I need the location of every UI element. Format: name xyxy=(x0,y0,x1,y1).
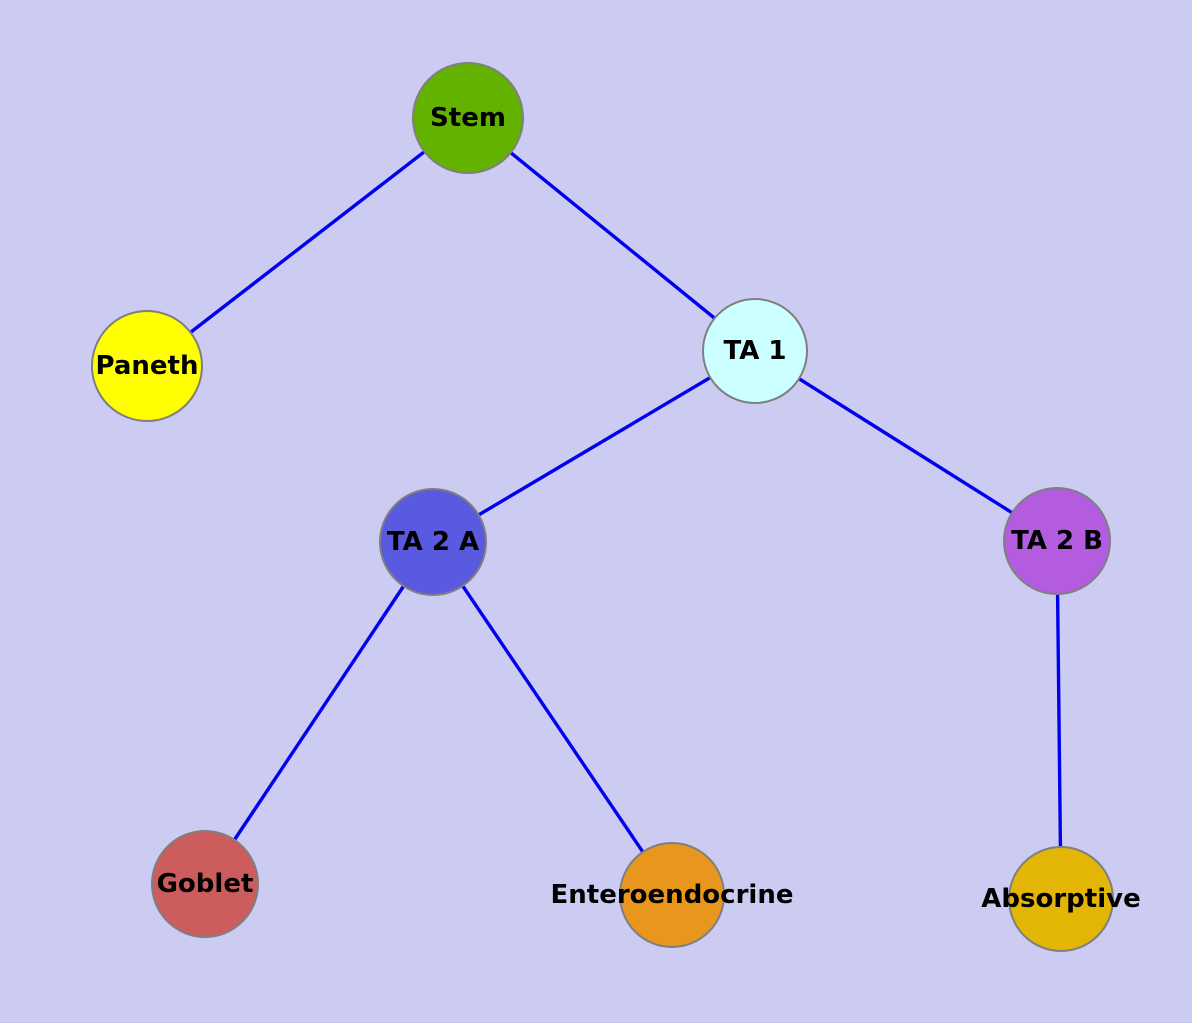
node-label-absorptive: Absorptive xyxy=(981,884,1140,914)
node-label-ta1: TA 1 xyxy=(724,336,787,366)
node-enteroendocrine[interactable]: Enteroendocrine xyxy=(551,842,794,948)
edge-ta2a-goblet xyxy=(203,541,435,885)
edge-stem-paneth xyxy=(145,116,470,368)
node-label-ta2a: TA 2 A xyxy=(387,527,479,557)
node-label-goblet: Goblet xyxy=(157,869,254,899)
node-circle-enteroendocrine[interactable] xyxy=(619,842,725,948)
node-absorptive[interactable]: Absorptive xyxy=(981,846,1141,952)
node-paneth[interactable]: Paneth xyxy=(91,310,203,422)
node-ta2a[interactable]: TA 2 A xyxy=(379,488,487,596)
edge-ta2a-enteroendocrine xyxy=(431,541,674,896)
edge-ta2b-absorptive xyxy=(1055,540,1063,900)
node-ta1[interactable]: TA 1 xyxy=(702,298,808,404)
node-ta2b[interactable]: TA 2 B xyxy=(1003,487,1111,595)
node-goblet[interactable]: Goblet xyxy=(151,830,259,938)
node-circle-ta2b[interactable] xyxy=(1003,487,1111,595)
node-label-ta2b: TA 2 B xyxy=(1011,526,1103,556)
node-circle-ta2a[interactable] xyxy=(379,488,487,596)
edges-layer xyxy=(145,116,1063,900)
node-circle-goblet[interactable] xyxy=(151,830,259,938)
node-circle-stem[interactable] xyxy=(412,62,524,174)
edge-ta1-ta2a xyxy=(432,349,756,544)
node-stem[interactable]: Stem xyxy=(412,62,524,174)
node-circle-absorptive[interactable] xyxy=(1008,846,1114,952)
node-circle-paneth[interactable] xyxy=(91,310,203,422)
node-circle-ta1[interactable] xyxy=(702,298,808,404)
edge-stem-ta1 xyxy=(466,116,757,353)
node-label-paneth: Paneth xyxy=(96,351,199,381)
node-label-stem: Stem xyxy=(430,103,506,133)
edge-ta1-ta2b xyxy=(754,349,1058,543)
node-label-enteroendocrine: Enteroendocrine xyxy=(551,880,794,910)
